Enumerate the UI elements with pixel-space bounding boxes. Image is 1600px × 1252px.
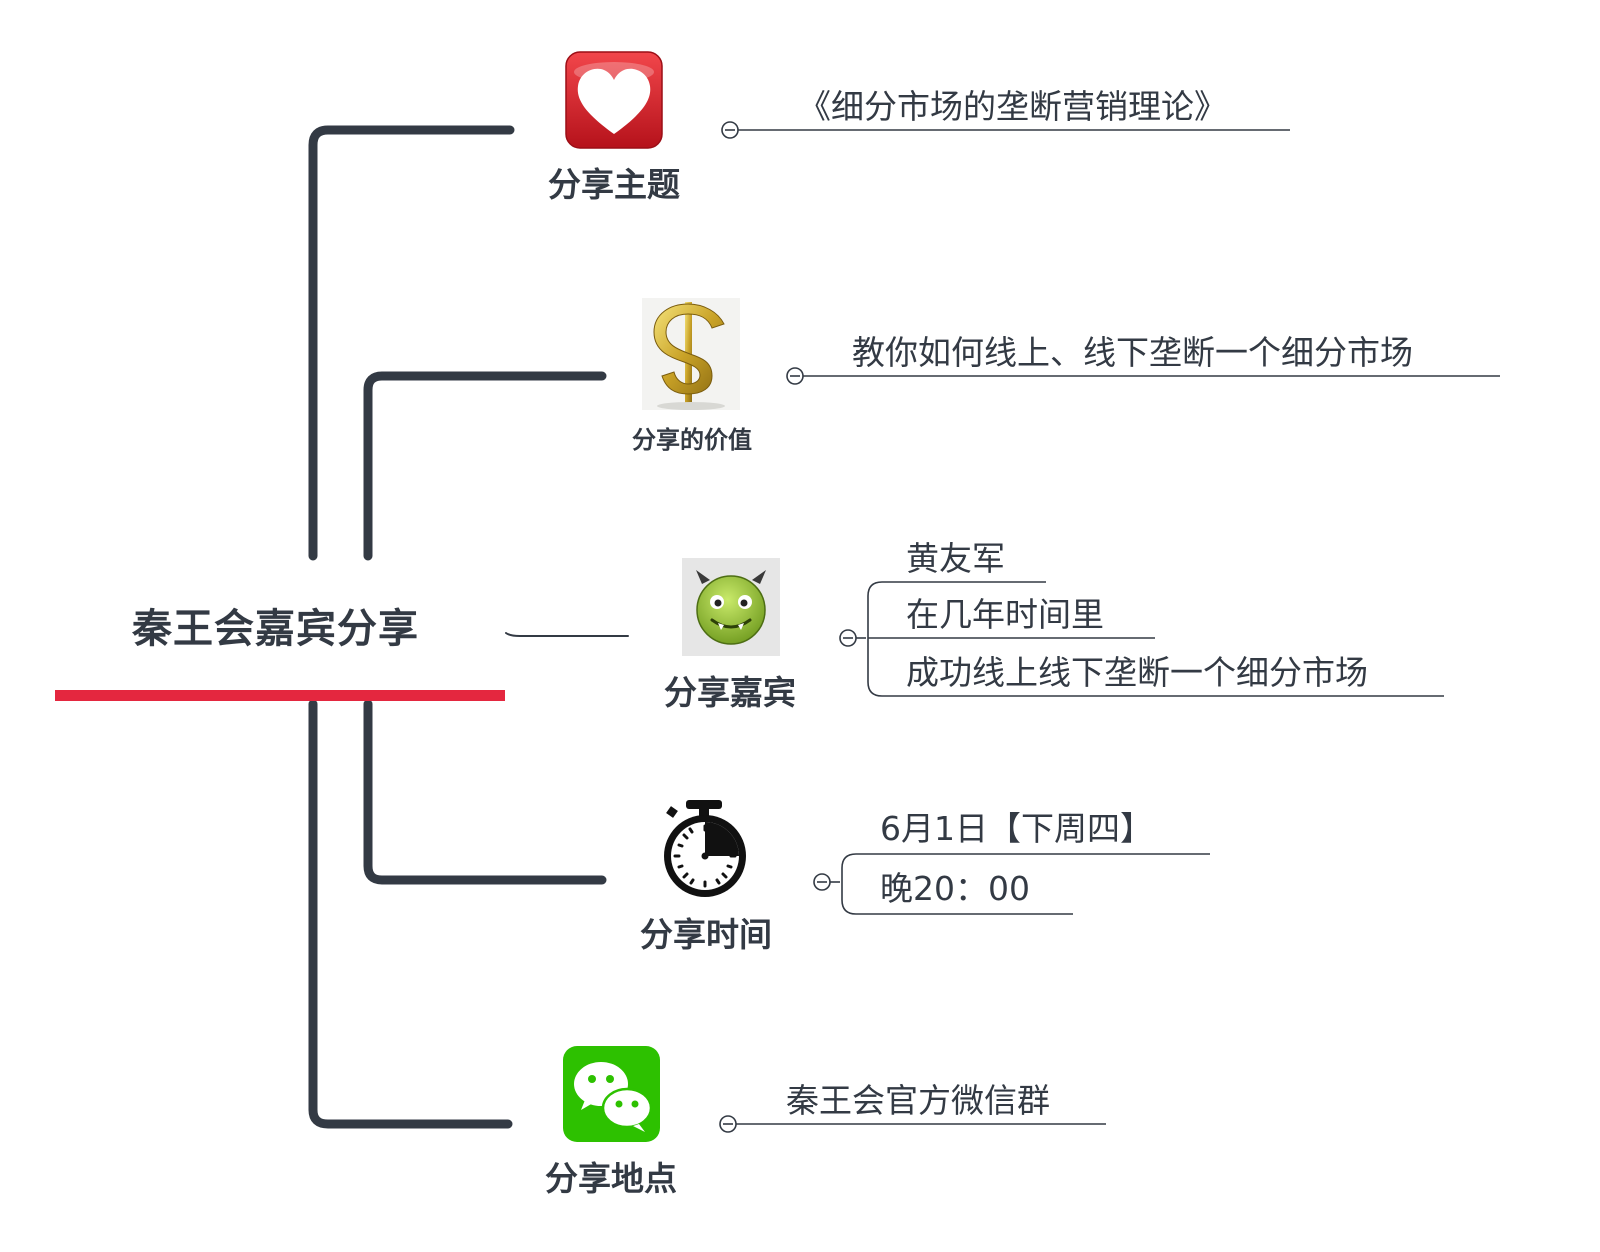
branch-theme (308, 125, 515, 561)
topic-label-theme[interactable]: 分享主题 (548, 165, 680, 204)
topic-label-guest[interactable]: 分享嘉宾 (664, 673, 796, 712)
collapse-toggle-theme[interactable] (721, 121, 739, 139)
branch-value (363, 371, 607, 561)
leaf-value-1[interactable]: 教你如何线上、线下垄断一个细分市场 (852, 333, 1413, 372)
leaf-place-1[interactable]: 秦王会官方微信群 (786, 1081, 1050, 1120)
leaf-time-1[interactable]: 6月1日【下周四】 (880, 809, 1153, 848)
branch-time (363, 699, 607, 885)
branch-guest (505, 632, 629, 637)
leaf-guest-2[interactable]: 在几年时间里 (906, 595, 1104, 634)
root-topic[interactable]: 秦王会嘉宾分享 (132, 606, 419, 652)
topic-label-value[interactable]: 分享的价值 (632, 426, 752, 454)
leaf-guest-3[interactable]: 成功线上线下垄断一个细分市场 (906, 653, 1368, 692)
stopwatch-icon (664, 800, 746, 897)
leaf-time-2[interactable]: 晚20：00 (880, 869, 1030, 908)
dollar-icon (642, 298, 740, 410)
leaf-guest-1[interactable]: 黄友军 (906, 539, 1005, 578)
heart-icon (565, 51, 663, 149)
collapse-toggle-guest[interactable] (839, 629, 857, 647)
branch-place (308, 699, 513, 1129)
root-underline (55, 690, 505, 701)
wechat-icon (563, 1046, 660, 1142)
collapse-toggles (719, 121, 857, 1133)
topic-label-place[interactable]: 分享地点 (545, 1159, 677, 1198)
branch-lines (308, 125, 629, 1129)
collapse-toggle-value[interactable] (786, 367, 804, 385)
leaf-lines (736, 129, 1500, 1125)
topic-label-time[interactable]: 分享时间 (640, 915, 772, 954)
monster-icon (682, 558, 780, 656)
collapse-toggle-place[interactable] (719, 1115, 737, 1133)
leaf-theme-1[interactable]: 《细分市场的垄断营销理论》 (798, 87, 1227, 126)
collapse-toggle-time[interactable] (813, 873, 831, 891)
